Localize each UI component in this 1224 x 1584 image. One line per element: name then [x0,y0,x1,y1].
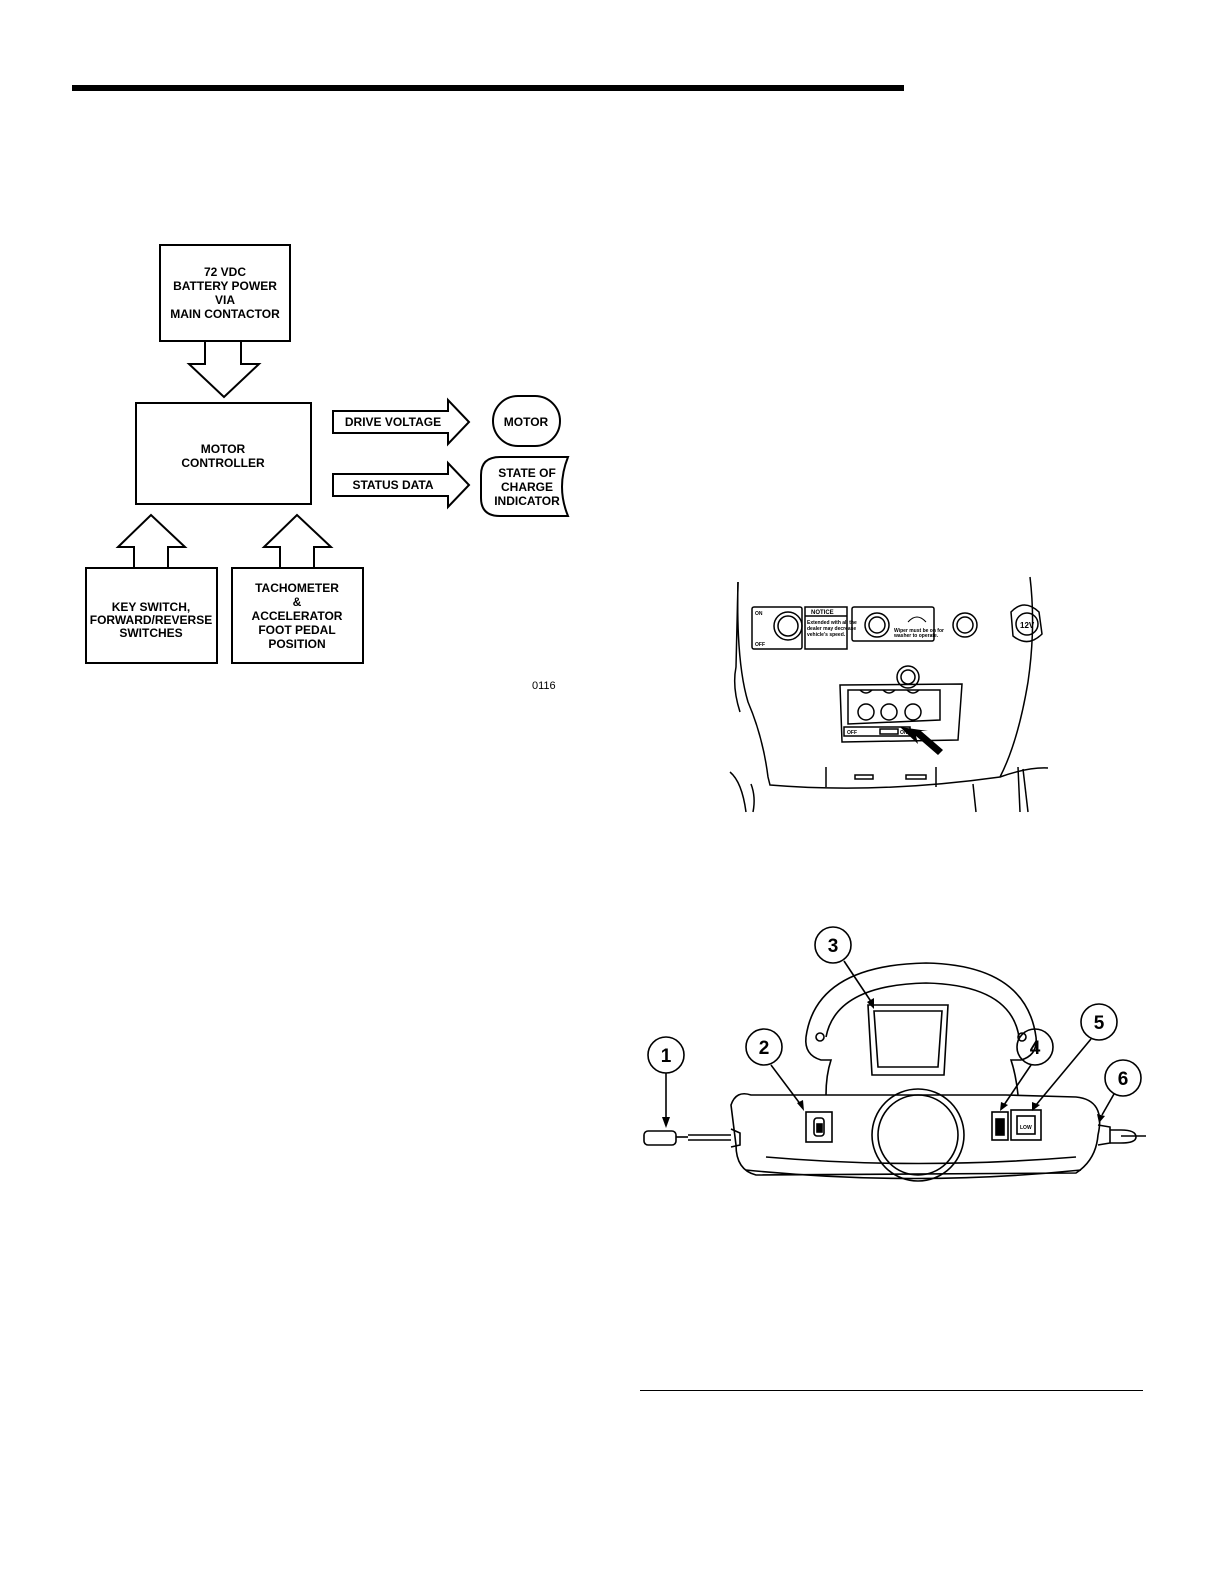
drive-voltage-arrow [332,397,471,447]
callout-5: 5 [1094,1013,1105,1034]
callout-1: 1 [661,1046,672,1067]
figure-code: 0116 [532,680,556,692]
callout-circle-6 [1104,1059,1142,1097]
tach-line-2: & [293,595,302,609]
controller-line-1: MOTOR [201,442,246,456]
pointer-arrow [900,727,943,755]
panel-switch-on: ON [755,611,763,617]
callout-circle-2 [745,1028,783,1066]
tach-line-5: POSITION [268,637,325,651]
battery-down-arrow [186,341,262,399]
switch-low-label: LOW [1020,1125,1032,1131]
wiper-icon [907,616,927,623]
notice-line-1: Extended with all the [807,620,857,626]
key-line-3: SWITCHES [119,626,182,640]
wiper-line-2: washer to operate. [893,633,939,639]
battery-line-3: VIA [215,293,235,307]
small-off-label: OFF [847,730,857,736]
drive-voltage-label: DRIVE VOLTAGE [345,415,441,429]
battery-line-2: BATTERY POWER [173,279,277,293]
callout-2: 2 [759,1038,770,1059]
outlet-label: 12V [1020,621,1035,630]
notice-line-2: dealer may decrease [807,626,856,632]
key-line-2: FORWARD/REVERSE [90,613,212,627]
controller-line-2: CONTROLLER [181,456,265,470]
key-up-arrow [115,513,188,568]
callout-6: 6 [1118,1069,1129,1090]
state-of-charge-box [480,456,570,517]
callout-circle-4 [1016,1028,1054,1066]
soc-line-3: INDICATOR [494,494,560,508]
tachometer-box [231,567,364,664]
battery-power-box [159,244,291,342]
motor-controller-box [135,402,312,505]
battery-line-4: MAIN CONTACTOR [170,307,280,321]
bottom-rule [640,1390,1143,1391]
tach-up-arrow [261,513,334,568]
panel-switch-off: OFF [755,642,765,648]
top-rule [72,85,904,91]
battery-line-1: 72 VDC [204,265,246,279]
callout-circle-3 [814,926,852,964]
callout-circle-5 [1080,1003,1118,1041]
key-switch-box [85,567,218,664]
notice-title: NOTICE [811,610,834,616]
switch-panel-illustration: ON OFF NOTICE Extended with all the deal… [729,576,1049,813]
status-data-label: STATUS DATA [352,478,433,492]
motor-label: MOTOR [504,415,549,429]
callout-4: 4 [1030,1038,1041,1059]
callout-3: 3 [828,936,839,957]
wiper-line-1: Wiper must be on for [894,628,944,634]
soc-line-2: CHARGE [501,480,553,494]
notice-line-3: vehicle's speed. [807,632,846,638]
soc-line-1: STATE OF [498,466,556,480]
status-data-arrow [332,460,471,510]
tach-line-4: FOOT PEDAL [258,623,335,637]
tach-line-1: TACHOMETER [255,581,339,595]
small-on-label: ON [900,730,908,736]
motor-oval [492,395,561,447]
dash-controls-illustration: 1 2 3 4 5 6 LOW [643,926,1146,1182]
tach-line-3: ACCELERATOR [252,609,343,623]
key-line-1: KEY SWITCH, [112,600,190,614]
motor-controller-block-diagram: 72 VDC BATTERY POWER VIA MAIN CONTACTOR … [85,244,570,664]
